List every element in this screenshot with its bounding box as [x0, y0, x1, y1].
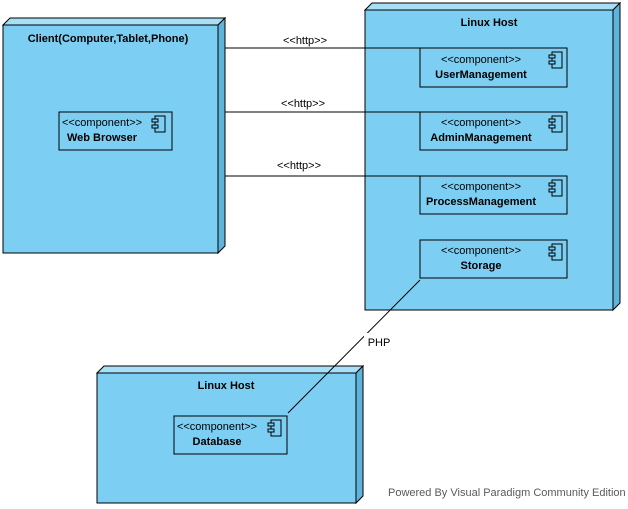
php-label: PHP — [368, 337, 391, 349]
component-admin-management[interactable]: <<component>> AdminManagement — [419, 111, 568, 151]
process-management-name: ProcessManagement — [426, 196, 536, 208]
user-management-stereotype: <<component>> — [441, 54, 521, 66]
server-node-title: Linux Host — [461, 17, 518, 29]
client-node-title: Client(Computer,Tablet,Phone) — [28, 33, 189, 45]
database-name: Database — [193, 436, 242, 448]
component-icon — [548, 115, 563, 133]
watermark-prefix: Powered By — [388, 487, 448, 499]
component-icon — [548, 51, 563, 69]
web-browser-name: Web Browser — [67, 132, 138, 144]
storage-stereotype: <<component>> — [441, 245, 521, 257]
process-management-stereotype: <<component>> — [441, 181, 521, 193]
http-label-2: <<http>> — [281, 98, 325, 110]
admin-management-name: AdminManagement — [430, 132, 532, 144]
php-connection[interactable] — [287, 279, 421, 414]
php-label-bg — [364, 333, 394, 349]
component-icon — [267, 419, 282, 437]
component-icon — [548, 243, 563, 261]
watermark-brand: Visual Paradigm Community Edition — [450, 487, 626, 499]
component-storage[interactable]: <<component>> Storage — [419, 239, 568, 279]
web-browser-stereotype: <<component>> — [62, 117, 142, 129]
http-label-3: <<http>> — [277, 160, 321, 172]
http-label-1: <<http>> — [283, 35, 327, 47]
database-stereotype: <<component>> — [177, 421, 257, 433]
component-web-browser[interactable]: <<component>> Web Browser — [58, 111, 173, 151]
watermark: Powered By Visual Paradigm Community Edi… — [388, 485, 628, 499]
component-icon — [151, 115, 166, 133]
component-process-management[interactable]: <<component>> ProcessManagement — [419, 175, 568, 215]
connections: <<http>> <<http>> <<http>> PHP — [225, 35, 421, 414]
component-user-management[interactable]: <<component>> UserManagement — [419, 47, 568, 88]
component-database[interactable]: <<component>> Database — [173, 415, 288, 455]
user-management-name: UserManagement — [435, 69, 527, 81]
storage-name: Storage — [461, 260, 502, 272]
db-host-node-title: Linux Host — [198, 380, 255, 392]
admin-management-stereotype: <<component>> — [441, 117, 521, 129]
component-icon — [548, 179, 563, 197]
